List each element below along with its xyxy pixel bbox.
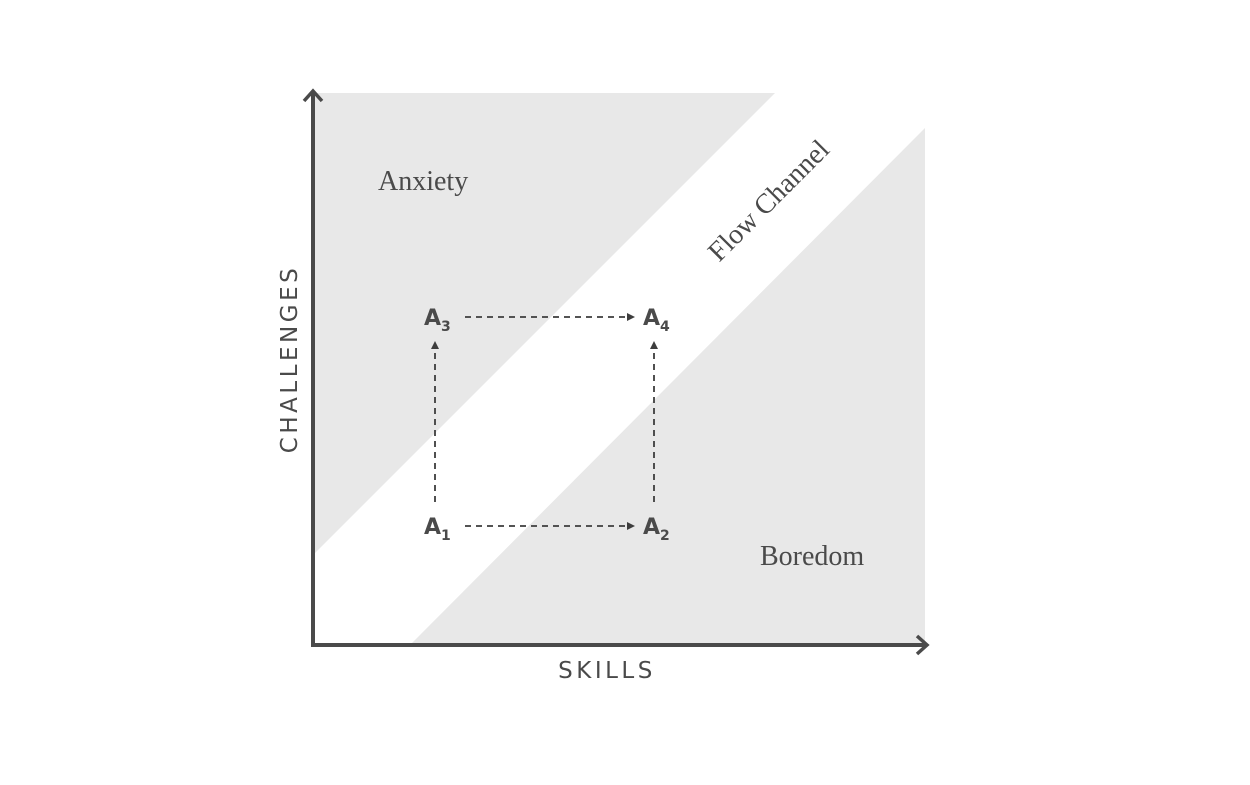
boredom-label: Boredom: [760, 541, 864, 572]
point-a3-label: A3: [424, 306, 451, 335]
point-a4-label: A4: [643, 306, 670, 335]
anxiety-label: Anxiety: [378, 166, 468, 197]
point-a1-label: A1: [424, 515, 451, 544]
x-axis-label: SKILLS: [558, 658, 656, 684]
x-axis: [311, 634, 930, 656]
point-a2-label: A2: [643, 515, 670, 544]
y-axis-label: CHALLENGES: [277, 265, 303, 453]
anxiety-region: [313, 93, 775, 555]
y-axis: [302, 88, 324, 645]
boredom-region: [410, 128, 925, 645]
